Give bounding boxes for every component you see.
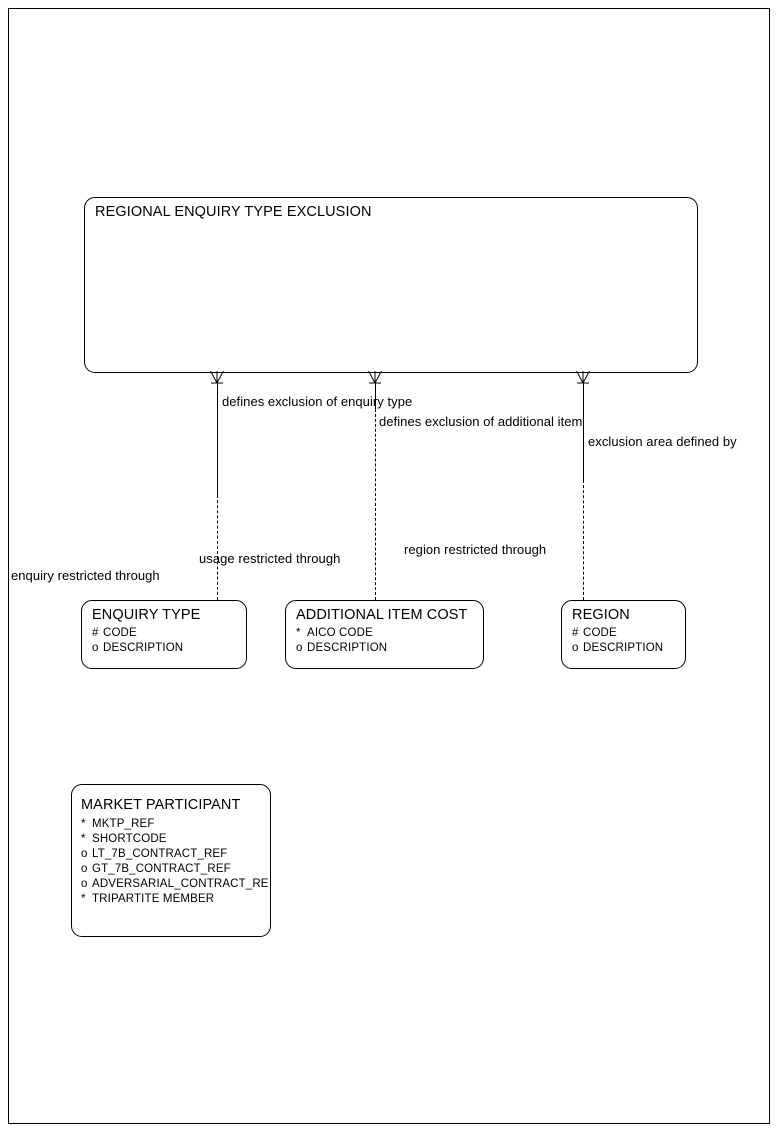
attribute-marker: o <box>81 878 88 890</box>
attribute-label: AICO CODE <box>307 627 373 639</box>
entity-enquiry-type[interactable]: ENQUIRY TYPE # CODE o DESCRIPTION <box>81 600 247 669</box>
crowsfoot-connector-enquiry-type <box>209 371 225 385</box>
relationship-line-additional-item-dashed <box>375 409 376 600</box>
entity-region[interactable]: REGION # CODE o DESCRIPTION <box>561 600 686 669</box>
relationship-label-region-restricted-through: region restricted through <box>404 542 547 557</box>
relationship-label-usage-restricted-through: usage restricted through <box>199 551 341 566</box>
attribute-row: o DESCRIPTION <box>296 641 387 656</box>
attribute-list: # CODE o DESCRIPTION <box>92 626 183 656</box>
attribute-row: o DESCRIPTION <box>92 641 183 656</box>
attribute-label: ADVERSARIAL_CONTRACT_RE <box>92 878 269 890</box>
attribute-marker: # <box>92 627 99 639</box>
attribute-row: o ADVERSARIAL_CONTRACT_RE <box>81 877 269 892</box>
relationship-label-defines-exclusion-of-enquiry-type: defines exclusion of enquiry type <box>222 394 413 409</box>
attribute-row: o LT_7B_CONTRACT_REF <box>81 847 269 862</box>
attribute-list: * MKTP_REF * SHORTCODE o LT_7B_CONTRACT_REF… <box>81 817 269 907</box>
attribute-label: TRIPARTITE MEMBER <box>92 893 215 905</box>
attribute-row: # CODE <box>572 626 663 641</box>
relationship-line-additional-item-solid <box>375 383 376 409</box>
attribute-marker: * <box>81 893 86 905</box>
relationship-label-exclusion-area-defined-by: exclusion area defined by <box>588 434 737 449</box>
entity-regional-enquiry-type-exclusion[interactable]: REGIONAL ENQUIRY TYPE EXCLUSION <box>84 197 698 373</box>
attribute-row: o GT_7B_CONTRACT_REF <box>81 862 269 877</box>
attribute-list: * AICO CODE o DESCRIPTION <box>296 626 387 656</box>
relationship-label-defines-exclusion-of-additional-item: defines exclusion of additional item <box>379 414 583 429</box>
relationship-line-region-dashed <box>583 480 584 600</box>
entity-title: MARKET PARTICIPANT <box>81 797 241 813</box>
attribute-label: DESCRIPTION <box>583 642 664 654</box>
relationship-line-enquiry-type-dashed <box>217 495 218 600</box>
entity-title: ADDITIONAL ITEM COST <box>296 607 468 623</box>
entity-market-participant[interactable]: MARKET PARTICIPANT * MKTP_REF * SHORTCODE … <box>71 784 271 937</box>
attribute-marker: o <box>92 642 99 654</box>
entity-additional-item-cost[interactable]: ADDITIONAL ITEM COST * AICO CODE o DESCRIP… <box>285 600 484 669</box>
page-border <box>8 8 770 1124</box>
relationship-line-region-solid <box>583 383 584 480</box>
crowsfoot-connector-additional-item-cost <box>367 371 383 385</box>
entity-title: REGIONAL ENQUIRY TYPE EXCLUSION <box>95 204 372 220</box>
attribute-row: * MKTP_REF <box>81 817 269 832</box>
attribute-label: MKTP_REF <box>92 818 155 830</box>
attribute-label: CODE <box>103 627 137 639</box>
relationship-line-enquiry-type-solid <box>217 383 218 495</box>
attribute-label: CODE <box>583 627 617 639</box>
attribute-marker: # <box>572 627 579 639</box>
entity-title: REGION <box>572 607 630 623</box>
attribute-label: LT_7B_CONTRACT_REF <box>92 848 228 860</box>
attribute-row: # CODE <box>92 626 183 641</box>
attribute-list: # CODE o DESCRIPTION <box>572 626 663 656</box>
attribute-marker: * <box>81 818 86 830</box>
attribute-row: * TRIPARTITE MEMBER <box>81 892 269 907</box>
attribute-label: SHORTCODE <box>92 833 167 845</box>
attribute-label: GT_7B_CONTRACT_REF <box>92 863 231 875</box>
attribute-marker: o <box>296 642 303 654</box>
attribute-row: * AICO CODE <box>296 626 387 641</box>
attribute-row: o DESCRIPTION <box>572 641 663 656</box>
attribute-marker: * <box>296 627 301 639</box>
attribute-marker: o <box>81 863 88 875</box>
attribute-label: DESCRIPTION <box>307 642 388 654</box>
entity-title: ENQUIRY TYPE <box>92 607 201 623</box>
attribute-marker: o <box>572 642 579 654</box>
relationship-label-enquiry-restricted-through: enquiry restricted through <box>11 568 160 583</box>
attribute-label: DESCRIPTION <box>103 642 184 654</box>
attribute-marker: * <box>81 833 86 845</box>
attribute-marker: o <box>81 848 88 860</box>
attribute-row: * SHORTCODE <box>81 832 269 847</box>
